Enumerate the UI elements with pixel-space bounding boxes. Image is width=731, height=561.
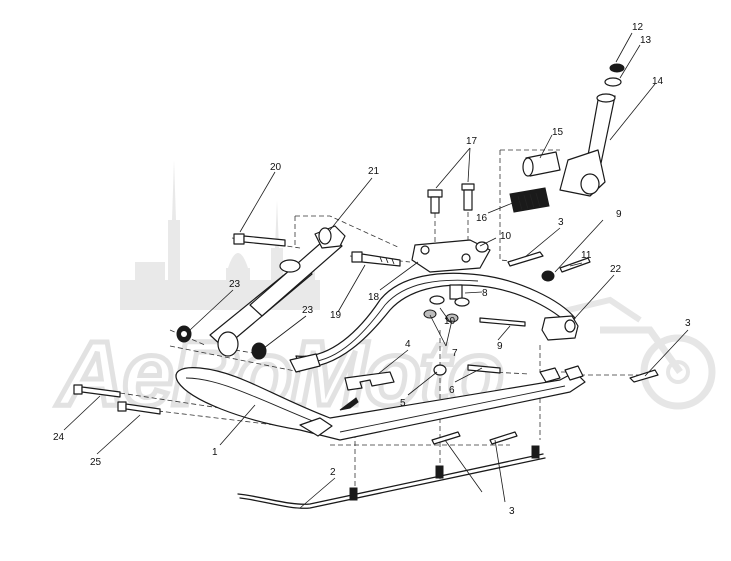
bolt-6 [467, 364, 501, 374]
callout-22: 22 [610, 264, 622, 275]
watermark: AeRoMoto [54, 160, 716, 428]
bolt-bracket-left [427, 189, 443, 214]
callout-25: 25 [90, 457, 102, 468]
callout-10: 10 [444, 316, 456, 327]
bolt-spindle [351, 251, 401, 267]
washer-13 [604, 77, 622, 87]
callout-13: 13 [640, 35, 652, 46]
callout-14: 14 [652, 76, 664, 87]
ski-saddle [344, 371, 395, 391]
ski-runner [175, 365, 586, 441]
callout-7: 7 [452, 348, 458, 359]
watermark-motorcycle-graphic [559, 296, 716, 410]
cotter-pin-upper [507, 251, 544, 267]
bolt-bracket-right [461, 183, 475, 211]
bushing-right [251, 342, 267, 360]
spindle-bushing-15 [522, 151, 561, 177]
callout-23: 23 [229, 279, 241, 290]
callout-5: 5 [400, 398, 406, 409]
callout-20: 20 [270, 162, 282, 173]
callout-18: 18 [368, 292, 380, 303]
callout-24: 24 [53, 432, 65, 443]
bolt-ski-front [73, 384, 121, 398]
nut-5 [433, 364, 447, 376]
spring-slider-block [541, 315, 579, 341]
callout-3: 3 [685, 318, 691, 329]
callout-11: 11 [581, 250, 592, 261]
callout-1: 1 [212, 447, 218, 458]
nut-12 [609, 63, 625, 73]
skag-clip-front [431, 431, 461, 445]
callout-19: 19 [330, 310, 342, 321]
bushing-left-hole [181, 331, 187, 337]
callout-6: 6 [449, 385, 455, 396]
skag-stud-rear [531, 445, 540, 459]
front-direction-arrow [339, 397, 359, 411]
skag-clip-rear [489, 431, 518, 445]
spindle-bracket [411, 239, 491, 273]
leader-lines [63, 32, 689, 509]
shock-absorber [209, 225, 346, 357]
spindle-bushing-16 [509, 187, 550, 213]
washer-upper [475, 241, 489, 253]
bolt-ski-rear [117, 401, 161, 415]
callout-4: 4 [405, 339, 411, 350]
callout-3: 3 [509, 506, 515, 517]
callout-9: 9 [616, 209, 622, 220]
bolt-shock-upper [233, 233, 286, 247]
callout-12: 12 [632, 22, 644, 33]
callout-21: 21 [368, 166, 380, 177]
callout-15: 15 [552, 127, 564, 138]
callout-8: 8 [482, 288, 488, 299]
steering-spindle [559, 93, 616, 197]
skag-stud-mid [435, 465, 444, 479]
clevis-pin-9-lower [479, 317, 526, 327]
callout-2: 2 [330, 467, 336, 478]
callout-23: 23 [302, 305, 314, 316]
callout-10: 10 [500, 231, 512, 242]
callout-16: 16 [476, 213, 488, 224]
washer-group [423, 284, 470, 323]
cotter-pin-right [629, 369, 659, 383]
wear-plate-16 [289, 353, 321, 373]
callout-9: 9 [497, 341, 503, 352]
callouts: 1 2 3 3 3 4 5 6 7 8 9 9 10 10 11 12 13 1… [53, 22, 691, 517]
nut-9-upper [541, 270, 555, 282]
callout-17: 17 [466, 136, 478, 147]
skag-stud-front [349, 487, 358, 501]
callout-3: 3 [558, 217, 564, 228]
wear-bar [237, 453, 546, 509]
